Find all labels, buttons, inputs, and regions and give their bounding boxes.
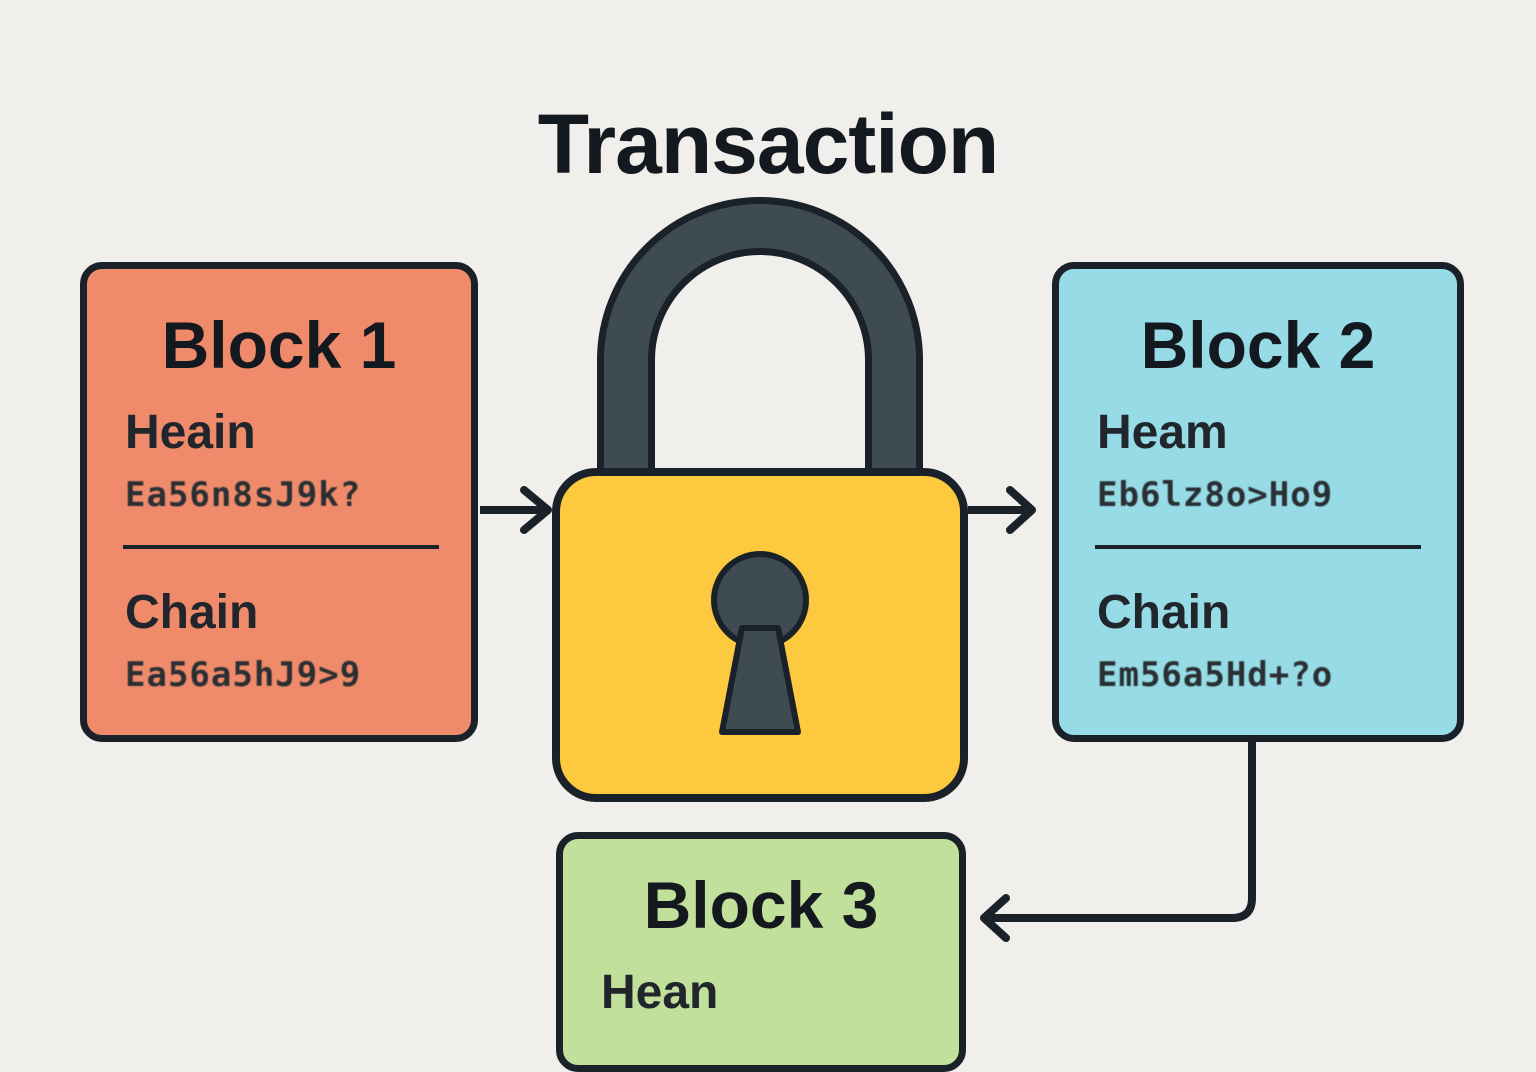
block-2-chain-hash: Em56a5Hd+?o [1097,655,1334,695]
block-2-header-hash: Eb6lz8o>Ho9 [1097,475,1334,515]
block-1-chain-hash: Ea56a5hJ9>9 [125,655,362,695]
block-2: Block 2 Heam Eb6lz8o>Ho9 Chain Em56a5Hd+… [1052,262,1464,742]
block-2-title: Block 2 [1140,308,1376,382]
arrow-left-icon [980,742,1256,942]
block-3-header-label: Hean [601,966,719,1019]
diagram-title: Transaction [537,97,999,191]
block-2-chain-label: Chain [1097,586,1231,639]
block-1-header-label: Heain [125,406,256,459]
block-1-chain-label: Chain [125,586,259,639]
arrow-right-icon [968,486,1036,534]
arrow-right-icon [480,486,552,534]
block-1-header-hash: Ea56n8sJ9k? [125,475,362,515]
block-2-header-label: Heam [1097,406,1228,459]
diagram-graphics [480,197,1256,942]
block-3-title: Block 3 [643,868,879,942]
block-1: Block 1 Heain Ea56n8sJ9k? Chain Ea56a5hJ… [80,262,478,742]
block-2-divider [1095,545,1421,549]
block-1-title: Block 1 [161,308,397,382]
padlock-icon [552,197,968,802]
block-1-divider [123,545,439,549]
keyhole-icon [711,551,809,735]
